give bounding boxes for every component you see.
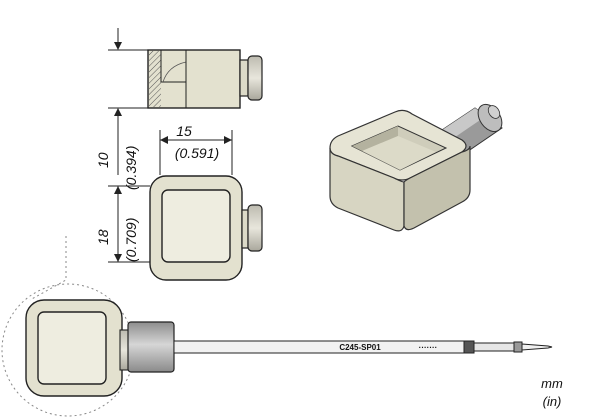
side-connector <box>247 55 263 101</box>
top-view <box>108 130 263 281</box>
shaft-marking: ······· <box>419 343 438 352</box>
unit-imperial: (in) <box>543 394 562 409</box>
unit-metric: mm <box>541 376 563 391</box>
depth-mm-label: 18 <box>95 229 111 245</box>
shaft-collar <box>127 321 175 373</box>
isometric-view <box>329 103 503 232</box>
detail-cavity <box>37 311 107 385</box>
top-connector <box>247 204 263 252</box>
cartridge-shaft: C245-SP01 ······· <box>127 321 553 373</box>
height-in-label: (0.394) <box>123 146 139 190</box>
part-number: C245-SP01 <box>339 343 381 352</box>
detail-view <box>1 236 135 417</box>
section-hatch <box>149 51 161 107</box>
width-mm-label: 15 <box>176 123 192 139</box>
top-cavity <box>161 189 231 263</box>
width-in-label: (0.591) <box>175 145 219 161</box>
shaft-tip <box>521 343 553 351</box>
cube-side-face <box>403 145 471 231</box>
depth-in-label: (0.709) <box>123 218 139 262</box>
side-body <box>147 49 241 109</box>
height-mm-label: 10 <box>95 152 111 168</box>
side-view <box>108 28 263 175</box>
